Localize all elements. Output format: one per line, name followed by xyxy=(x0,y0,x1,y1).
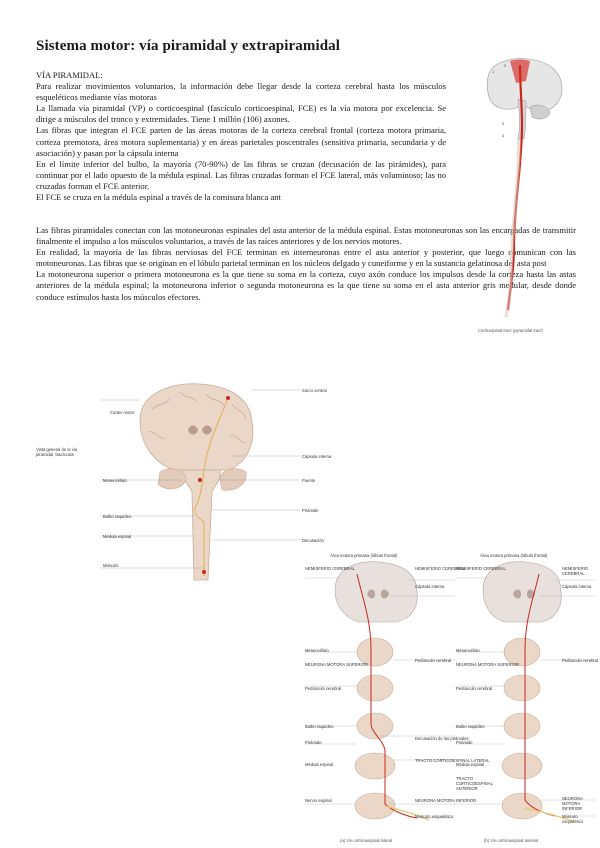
panel-a-label-left-4: Bulbo raquídeo xyxy=(305,724,334,729)
panel-b-label-left-7: TRACTO CORTICOESPINAL ANTERIOR xyxy=(456,776,493,791)
level-label-3: 3 xyxy=(502,121,505,126)
panel-a-nerve xyxy=(384,805,430,821)
coronal-label-lines xyxy=(100,389,300,569)
level-label-1: 1 xyxy=(492,69,495,74)
figure-panel-b xyxy=(455,561,595,823)
panel-b-label-right-4: Músculo esquelético xyxy=(562,814,584,824)
panel-b-label-right-0: HEMISFERIO CEREBRAL xyxy=(562,566,589,576)
panel-b-header: Área motora primaria (lóbulo frontal) xyxy=(480,553,548,558)
brain-spine-caption: Corticospinal tract (pyramidal tract) xyxy=(478,328,543,333)
panel-a-spinal-lower xyxy=(354,792,396,820)
panel-a-label-left-2: NEURONA MOTORA SUPERIOR xyxy=(305,662,368,667)
panel-a-label-right-5: NEURONA MOTORA INFERIOR xyxy=(415,798,477,803)
detail-text: Las fibras piramidales conectan con las … xyxy=(36,225,576,303)
coronal-label-left-1: Mesencéfalo xyxy=(103,478,127,483)
panel-b-spinal-cord xyxy=(501,752,543,780)
coronal-neuron-upper xyxy=(226,396,230,400)
panel-b-label-left-5: Pirámide xyxy=(456,740,473,745)
paragraph-7: En realidad, la mayoría de las fibras ne… xyxy=(36,247,576,269)
panel-a-label-left-7: Nervio espinal xyxy=(305,798,332,803)
panel-a-label-right-6: Músculo esquelético xyxy=(415,814,453,819)
panel-a-label-left-5: Pirámide xyxy=(305,740,322,745)
coronal-label-left-3: Médula espinal xyxy=(103,534,132,539)
coronal-brain xyxy=(139,383,254,471)
figure-panel-a xyxy=(305,561,455,821)
panel-a-medulla xyxy=(356,712,394,740)
level-label-2: 2 xyxy=(504,63,507,68)
coronal-gyri xyxy=(147,391,247,443)
level-label-4: 4 xyxy=(502,133,505,138)
panel-a-label-right-0: HEMISFERIO CEREBRAL xyxy=(415,566,465,571)
panel-a-caption: (a) Vía corticoespinal lateral xyxy=(340,838,392,843)
panel-a-pons xyxy=(356,674,394,702)
panel-a-label-right-1: Cápsula interna xyxy=(415,584,445,589)
spinal-cord xyxy=(504,138,521,318)
coronal-neuron-lower xyxy=(202,570,206,574)
panel-a-label-right-2: Pedúnculo cerebral xyxy=(415,658,452,663)
panel-a-brain-ventricles xyxy=(367,589,389,599)
document-title: Sistema motor: vía piramidal y extrapira… xyxy=(36,38,341,54)
panel-b-nerve xyxy=(524,807,576,823)
panel-a-label-left-1: Mesencéfalo xyxy=(305,648,329,653)
section-heading: VÍA PIRAMIDAL: xyxy=(36,70,103,80)
panel-b-brain xyxy=(482,561,562,623)
paragraph-3: Las fibras que integran el FCE parten de… xyxy=(36,125,446,158)
coronal-side-note: Vista general de la vía piramidal, fascí… xyxy=(36,447,78,457)
panel-b-label-left-0: HEMISFERIO CEREBRAL xyxy=(456,566,506,571)
coronal-neuron-midbrain xyxy=(198,478,202,482)
panel-b-spinal-lower xyxy=(501,792,543,820)
coronal-label-left-2: Bulbo raquídeo xyxy=(103,514,132,519)
paragraph-8: La motoneurona superior o primera motone… xyxy=(36,269,576,302)
panel-b-label-left-6: Médula espinal xyxy=(456,762,485,767)
panel-b-medulla xyxy=(503,712,541,740)
figure-coronal-section xyxy=(100,383,300,581)
panel-a-label-left-6: Médula espinal xyxy=(305,762,334,767)
coronal-label-left-0: Cortex motor xyxy=(110,410,135,415)
panel-a-spinal-cord xyxy=(354,752,396,780)
panel-b-label-left-2: NEURONA MOTORA SUPERIOR xyxy=(456,662,519,667)
panel-b-pons xyxy=(503,674,541,702)
paragraph-1: Para realizar movimientos voluntarios, l… xyxy=(36,81,446,103)
panel-b-label-right-3: NEURONA MOTORA INFERIOR xyxy=(562,796,583,811)
coronal-label-right-2: Puente xyxy=(302,478,316,483)
coronal-cerebellum xyxy=(157,468,247,491)
panel-a-label-left-3: Pedúnculo cerebral xyxy=(305,686,342,691)
paragraph-2: La llamada vía piramidal (VP) o corticoe… xyxy=(36,103,446,125)
coronal-label-left-4: Músculo xyxy=(103,563,119,568)
paragraph-5: El FCE se cruza en la médula espinal a t… xyxy=(36,192,281,203)
coronal-label-right-0: Surco central xyxy=(302,388,327,393)
panel-b-label-left-1: Mesencéfalo xyxy=(456,648,480,653)
panel-a-label-right-4: TRACTO CORTICOESPINAL LATERAL xyxy=(415,758,490,763)
panel-b-label-left-4: Bulbo raquídeo xyxy=(456,724,485,729)
paragraph-6: Las fibras piramidales conectan con las … xyxy=(36,225,576,247)
panel-b-label-right-2: Pedúnculo cerebral xyxy=(562,658,599,663)
panel-a-label-right-3: Decusación de las pirámides xyxy=(415,736,469,741)
intro-text: VÍA PIRAMIDAL: Para realizar movimientos… xyxy=(36,70,446,203)
panel-a-header: Área motora primaria (lóbulo frontal) xyxy=(330,553,398,558)
coronal-label-right-1: Cápsula interna xyxy=(302,454,332,459)
paragraph-4: En el límite inferior del bulbo, la mayo… xyxy=(36,158,446,191)
panel-a-pathway xyxy=(356,573,418,819)
panel-b-label-right-1: Cápsula interna xyxy=(562,584,592,589)
cerebellum xyxy=(529,104,551,120)
panel-b-label-left-3: Pedúnculo cerebral xyxy=(456,686,493,691)
coronal-label-right-3: Pirámide xyxy=(302,508,319,513)
coronal-ventricles xyxy=(188,425,212,435)
coronal-pathway xyxy=(194,397,229,576)
panel-b-brain-ventricles xyxy=(513,589,535,599)
panel-a-label-left-0: HEMISFERIO CEREBRAL xyxy=(305,566,355,571)
panel-b-label-lines xyxy=(455,577,595,817)
figure-brain-spine: 1 2 3 4 xyxy=(487,58,563,318)
panel-a-brain xyxy=(334,561,418,623)
coronal-label-right-4: Decusación xyxy=(302,538,324,543)
panel-b-caption: (b) Vía corticoespinal anterior xyxy=(484,838,539,843)
panel-a-label-lines xyxy=(305,577,455,819)
